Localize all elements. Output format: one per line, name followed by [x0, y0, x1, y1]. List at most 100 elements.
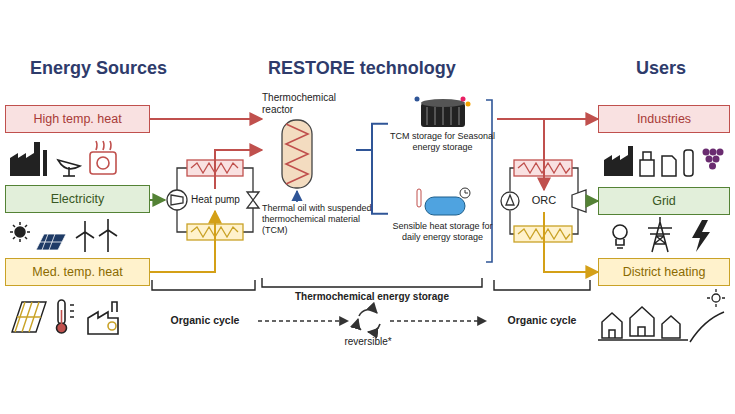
- node-text: Electricity: [51, 192, 104, 207]
- node-text: Sensible heat storage for daily energy s…: [388, 221, 497, 243]
- thermometer-icon: [57, 323, 67, 333]
- reversible-cycle-icon: [359, 310, 377, 316]
- heat-pump-loop: [167, 190, 187, 210]
- molecule-dot: [465, 102, 470, 107]
- orc-pump-turbine: [506, 195, 514, 205]
- node-text: Thermochemical reactor: [262, 92, 356, 116]
- industry-icons: [640, 160, 654, 176]
- heat-pump-loop: [243, 168, 253, 192]
- node-text: High temp. heat: [33, 112, 121, 127]
- node-text: Med. temp. heat: [32, 265, 122, 280]
- heat-pump-loop: [177, 210, 187, 232]
- plant-icon: [88, 302, 118, 334]
- grape-icon: [713, 156, 720, 163]
- flow-connector: [150, 211, 215, 272]
- dish-icon: [63, 175, 75, 177]
- sun-small-icon: [712, 294, 720, 302]
- grape-icon: [703, 149, 710, 156]
- solar-panel-icon: [36, 234, 66, 250]
- user-box: Industries: [598, 105, 730, 133]
- furnace-icon: [90, 152, 116, 174]
- factory-icon: [43, 150, 47, 176]
- tank-top: [421, 99, 465, 107]
- industry-icons: [662, 156, 676, 176]
- oil-feed-arrow: [296, 191, 298, 202]
- tank-icon: [413, 95, 473, 129]
- grape-icon: [703, 149, 724, 170]
- heat-pump-loop: [167, 168, 259, 232]
- grape-icon: [709, 163, 716, 170]
- node-text: District heating: [623, 265, 706, 280]
- industry-icons: [643, 152, 651, 160]
- wind-turbine-icon: [99, 219, 117, 252]
- furnace-icon: [96, 141, 111, 150]
- heat-pump-loop: [247, 192, 259, 208]
- house-icons: [598, 339, 688, 341]
- solar-collector-icon: [12, 302, 46, 332]
- industry-icons: [604, 146, 633, 176]
- pylon-icon: [648, 217, 672, 252]
- dashed-arrow: [258, 320, 348, 321]
- orc-loop: [572, 209, 578, 234]
- industry-icons: [604, 146, 693, 176]
- house-icons: [598, 307, 724, 342]
- node-text: Heat pump: [191, 194, 240, 206]
- house-icons: [662, 316, 680, 338]
- user-box: Grid: [598, 187, 730, 215]
- solar-panel-icon: [36, 234, 66, 250]
- cycle-note: reversible*: [318, 336, 418, 348]
- orc-unit: ORC: [498, 190, 590, 212]
- plant-icon: [88, 312, 118, 334]
- solar-collector-icon: [12, 302, 46, 332]
- solar-collector-icon: [15, 302, 41, 332]
- bracket-label: Organic cycle: [492, 314, 592, 327]
- grape-icon: [710, 149, 717, 156]
- clock-hand: [465, 190, 468, 193]
- section-heading: RESTORE technology: [268, 58, 456, 80]
- material-note: Thermal oil with suspended thermochemica…: [262, 203, 374, 235]
- bulb-icon: [616, 239, 624, 248]
- dashed-arrow: [258, 320, 486, 321]
- heat-pump-loop: [177, 168, 187, 190]
- reversible-cycle-icon: [368, 324, 380, 332]
- tank-stripe: [450, 107, 451, 125]
- source-box: Electricity: [5, 185, 150, 213]
- flow-connector: [497, 119, 544, 190]
- dish-icon: [68, 167, 70, 176]
- bracket: [152, 280, 255, 290]
- sun-small-icon: [707, 289, 725, 307]
- reactor-vessel: [282, 120, 312, 188]
- grape-icon: [706, 156, 713, 163]
- house-icons: [630, 307, 654, 336]
- industry-icons: [684, 150, 693, 176]
- house-icons: [602, 313, 622, 338]
- tank-stripe: [426, 107, 427, 125]
- flow-connector: [150, 118, 262, 120]
- orc-pump-turbine: [572, 190, 586, 212]
- sun-small-icon: [707, 289, 725, 307]
- wind-turbine-icon: [76, 221, 94, 252]
- bulb-icon: [613, 225, 627, 248]
- orc-pump-turbine: [501, 192, 519, 210]
- house-icons: [690, 312, 724, 342]
- storage-unit: TCM storage for Seasonal energy storage: [388, 95, 497, 153]
- thermometer-icon: [57, 300, 75, 333]
- user-box: District heating: [598, 258, 730, 286]
- heat-pump: Heat pump: [165, 189, 254, 211]
- heat-pump-loop: [171, 195, 183, 205]
- flow-connector: [150, 199, 165, 201]
- source-box: High temp. heat: [5, 105, 150, 133]
- bolt-icon: [692, 220, 710, 252]
- orc-pump-turbine: [501, 190, 586, 212]
- bracket: [152, 278, 590, 290]
- flow-connector: [356, 124, 388, 150]
- node-text: Industries: [637, 112, 691, 127]
- section-heading: Users: [636, 58, 686, 80]
- sun-icon: [15, 227, 25, 237]
- reversible-cycle-icon: [358, 310, 380, 333]
- thermometer-icon: [58, 300, 65, 324]
- dish-icon: [58, 160, 80, 176]
- flow-connector: [590, 200, 598, 202]
- furnace-icon: [97, 157, 109, 169]
- bracket-label: Thermochemical energy storage: [262, 291, 482, 303]
